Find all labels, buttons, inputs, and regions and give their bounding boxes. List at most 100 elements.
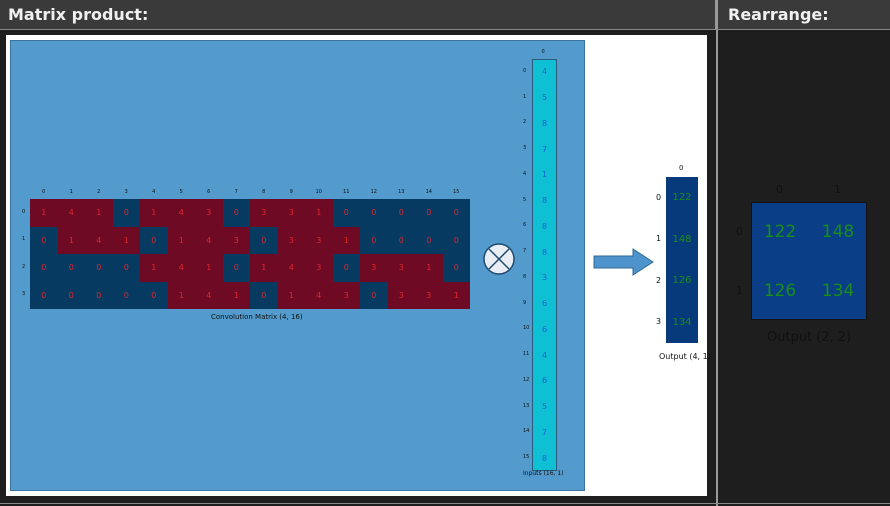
- output-grid-cell: 134: [821, 280, 855, 301]
- conv-row-tick: 0: [22, 208, 26, 215]
- rearrange-header: Rearrange:: [718, 0, 890, 29]
- inputs-cell: 6: [541, 299, 548, 309]
- conv-cell: 3: [415, 281, 443, 309]
- conv-cell: 4: [195, 281, 223, 309]
- conv-col-tick: 8: [262, 189, 266, 195]
- conv-cell: 0: [332, 254, 360, 282]
- conv-cell: 0: [360, 226, 388, 254]
- conv-cell: 0: [57, 281, 85, 309]
- output-grid-box: [751, 202, 867, 320]
- inputs-cell: 8: [541, 453, 548, 463]
- conv-cell: 0: [360, 199, 388, 227]
- conv-cell: 3: [387, 254, 415, 282]
- grid-row-tick: 0: [736, 224, 743, 238]
- inputs-row-tick: 1: [523, 93, 527, 100]
- conv-cell: 0: [85, 254, 113, 282]
- conv-row-tick: 3: [22, 291, 26, 298]
- conv-cell: 4: [57, 199, 85, 227]
- conv-cell: 0: [387, 226, 415, 254]
- conv-cell: 3: [360, 254, 388, 282]
- conv-col-tick: 15: [453, 189, 460, 195]
- conv-row-tick: 2: [22, 263, 26, 270]
- grid-col-tick: 0: [776, 183, 783, 196]
- inputs-row-tick: 10: [523, 325, 530, 332]
- conv-cell: 3: [222, 226, 250, 254]
- output-vector-label: Output (4, 1): [659, 352, 711, 361]
- conv-cell: 1: [195, 254, 223, 282]
- output-row-tick: 1: [656, 234, 662, 244]
- output-grid-label: Output (2, 2): [767, 330, 852, 345]
- inputs-row-tick: 2: [523, 119, 527, 126]
- header-divider: [0, 29, 890, 30]
- conv-cell: 0: [140, 226, 168, 254]
- conv-cell: 4: [167, 199, 195, 227]
- conv-col-tick: 2: [97, 189, 101, 195]
- inputs-label: Inputs (16, 1): [523, 470, 564, 477]
- conv-cell: 0: [140, 281, 168, 309]
- inputs-cell: 6: [541, 376, 548, 386]
- conv-cell: 1: [277, 281, 305, 309]
- conv-cell: 1: [415, 254, 443, 282]
- inputs-row-tick: 11: [523, 351, 530, 358]
- output-cell: 126: [672, 275, 692, 287]
- output-row-tick: 0: [656, 192, 662, 202]
- inputs-row-tick: 5: [523, 196, 527, 203]
- conv-col-tick: 14: [425, 189, 432, 195]
- conv-cell: 3: [332, 281, 360, 309]
- conv-cell: 0: [57, 254, 85, 282]
- conv-col-tick: 9: [289, 189, 293, 195]
- conv-cell: 0: [112, 281, 140, 309]
- conv-col-tick: 7: [234, 189, 238, 195]
- output-row-tick: 3: [656, 317, 662, 327]
- conv-cell: 1: [140, 199, 168, 227]
- conv-cell: 0: [30, 226, 58, 254]
- output-column-box: [666, 177, 698, 343]
- conv-col-tick: 3: [124, 189, 128, 195]
- conv-cell: 4: [85, 226, 113, 254]
- conv-col-tick: 11: [343, 189, 350, 195]
- inputs-cell: 5: [541, 93, 548, 103]
- inputs-cell: 6: [541, 324, 548, 334]
- conv-row-tick: 1: [22, 236, 26, 243]
- conv-cell: 1: [442, 281, 470, 309]
- output-cell: 122: [672, 192, 692, 204]
- conv-col-tick: 1: [69, 189, 73, 195]
- convolution-matrix-label: Convolution Matrix (4, 16): [211, 313, 303, 321]
- conv-cell: 1: [140, 254, 168, 282]
- conv-col-tick: 0: [42, 189, 46, 195]
- inputs-row-tick: 4: [523, 170, 527, 177]
- conv-cell: 0: [222, 199, 250, 227]
- footer-divider: [0, 503, 890, 504]
- inputs-cell: 5: [541, 402, 548, 412]
- conv-cell: 0: [415, 226, 443, 254]
- grid-row-tick: 1: [736, 283, 743, 297]
- conv-cell: 1: [167, 281, 195, 309]
- conv-cell: 1: [305, 199, 333, 227]
- conv-cell: 0: [112, 199, 140, 227]
- conv-cell: 3: [250, 199, 278, 227]
- inputs-cell: 8: [541, 247, 548, 257]
- inputs-cell: 7: [541, 144, 548, 154]
- inputs-cell: 8: [541, 118, 548, 128]
- circle-times-icon: [483, 243, 515, 275]
- conv-cell: 0: [415, 199, 443, 227]
- inputs-row-tick: 14: [523, 428, 530, 435]
- output-cell: 148: [672, 233, 692, 245]
- conv-cell: 1: [57, 226, 85, 254]
- output-grid-cell: 148: [821, 221, 855, 242]
- conv-cell: 1: [167, 226, 195, 254]
- output-row-tick: 2: [656, 275, 662, 285]
- conv-cell: 3: [305, 254, 333, 282]
- inputs-row-tick: 7: [523, 248, 527, 255]
- conv-cell: 1: [112, 226, 140, 254]
- conv-cell: 4: [277, 254, 305, 282]
- conv-cell: 3: [277, 199, 305, 227]
- conv-cell: 3: [387, 281, 415, 309]
- inputs-row-tick: 12: [523, 376, 530, 383]
- conv-cell: 0: [250, 226, 278, 254]
- matrix-product-header: Matrix product:: [0, 0, 716, 29]
- inputs-cell: 1: [541, 170, 548, 180]
- conv-cell: 0: [250, 281, 278, 309]
- inputs-cell: 3: [541, 273, 548, 283]
- inputs-row-tick: 9: [523, 299, 527, 306]
